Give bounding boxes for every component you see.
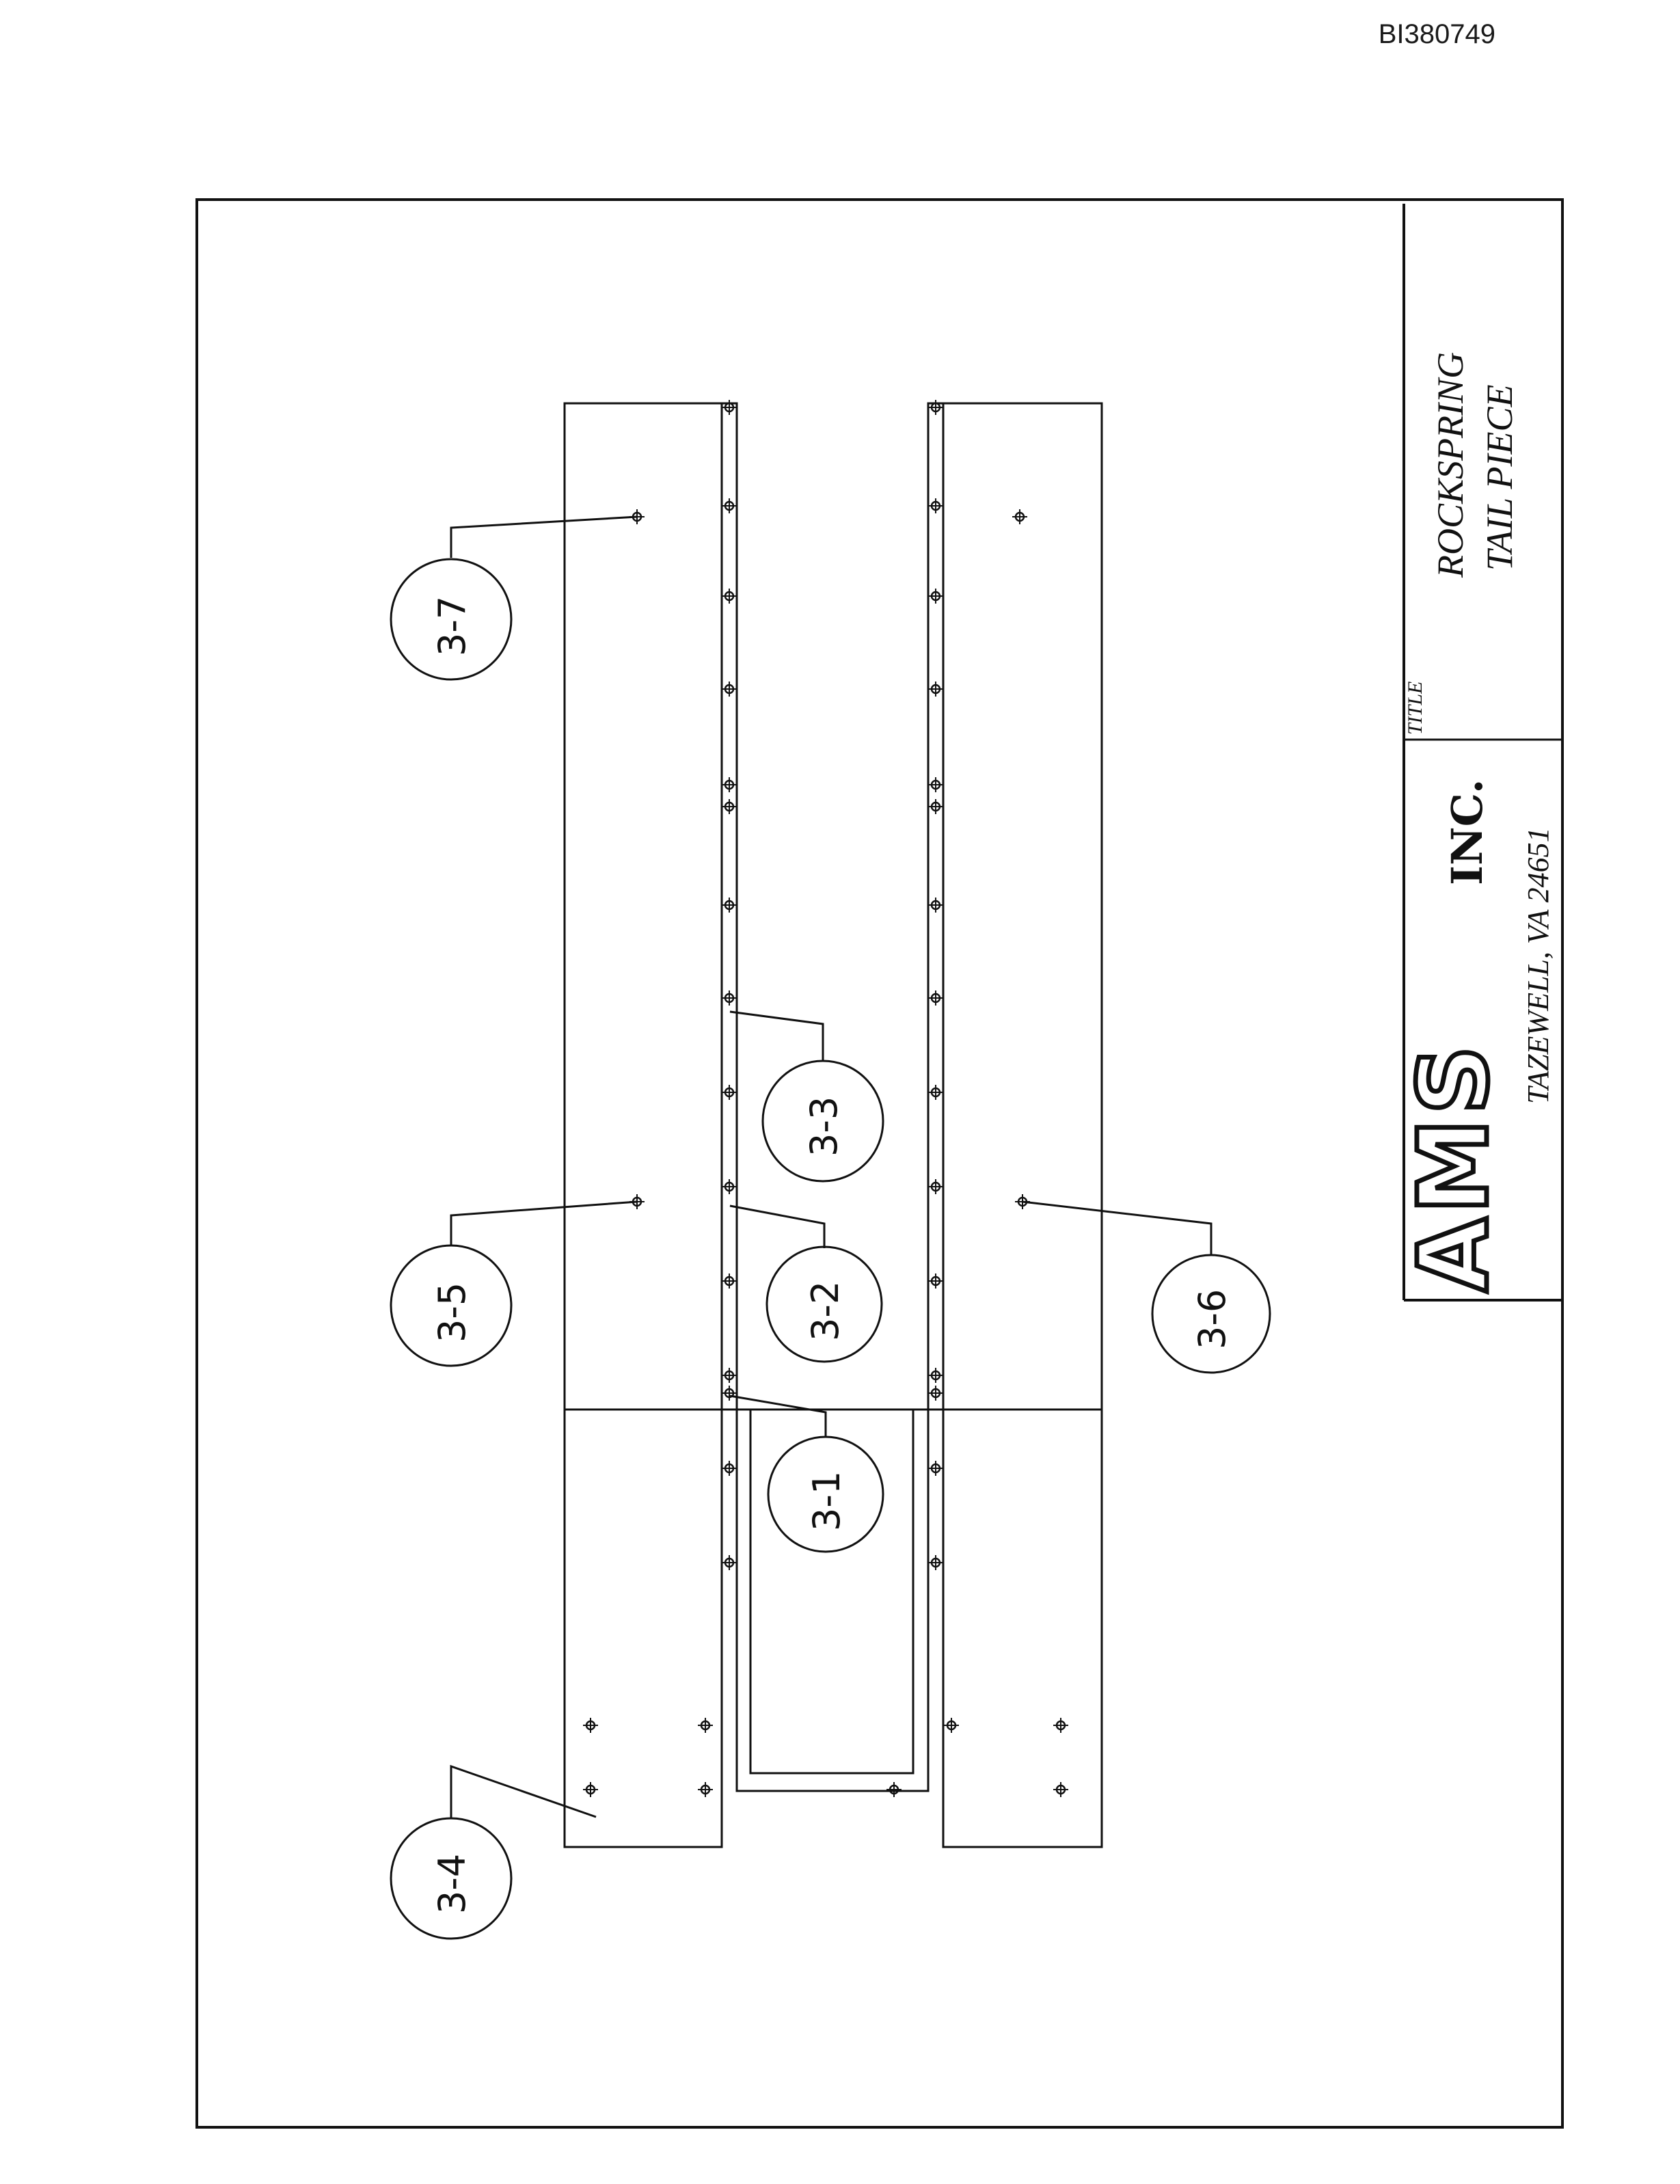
bolt-symbol xyxy=(722,400,737,415)
bolt-symbol xyxy=(722,682,737,697)
bolt-symbol xyxy=(583,1782,598,1797)
bolt-symbol xyxy=(928,682,943,697)
bolt-symbol xyxy=(722,990,737,1006)
bolt-symbol xyxy=(928,589,943,604)
bolt-symbol xyxy=(944,1718,959,1733)
bolt-symbol xyxy=(928,1386,943,1401)
callout-3-6: 3-6 xyxy=(1022,1200,1271,1374)
drawing-title-line2: TAIL PIECE xyxy=(1479,384,1520,571)
rail-bolts-left xyxy=(722,400,737,1570)
right-panel xyxy=(942,402,1103,1848)
bolt-symbol xyxy=(722,1085,737,1100)
bolt-symbol xyxy=(583,1718,598,1733)
bolt-symbol xyxy=(722,1179,737,1194)
callout-3-7: 3-7 xyxy=(390,515,638,681)
callout-3-5: 3-5 xyxy=(390,1200,638,1367)
bolt-symbol xyxy=(928,799,943,814)
callout-label: 3-6 xyxy=(1191,1289,1234,1349)
bolt-symbol xyxy=(722,1368,737,1383)
callout-label: 3-1 xyxy=(805,1471,848,1531)
bolt-symbol xyxy=(928,1179,943,1194)
tailpiece-drawing xyxy=(563,400,1103,1848)
callout-label: 3-5 xyxy=(431,1282,474,1343)
callout-3-3: 3-3 xyxy=(729,1010,884,1183)
bolt-symbol xyxy=(1053,1718,1068,1733)
company-suffix: INC. xyxy=(1442,779,1492,885)
bolt-symbol xyxy=(1012,509,1027,524)
callout-3-2: 3-2 xyxy=(729,1204,883,1363)
bolt-symbol xyxy=(698,1718,713,1733)
bolt-symbol xyxy=(722,498,737,513)
callout-3-4: 3-4 xyxy=(390,1764,597,1940)
sheet-border xyxy=(195,198,1564,2129)
callout-3-1: 3-1 xyxy=(729,1394,884,1553)
company-address: TAZEWELL, VA 24651 xyxy=(1521,827,1555,1104)
bolt-symbol xyxy=(886,1782,902,1797)
bolt-symbol xyxy=(722,799,737,814)
bolt-symbol xyxy=(928,777,943,792)
title-block: TITLE ROCKSPRING TAIL PIECE AMS INC. TAZ… xyxy=(1396,204,1562,1302)
document-id: BI380749 xyxy=(1378,19,1495,49)
bolt-symbol xyxy=(722,898,737,913)
u-channel xyxy=(735,1410,930,1792)
bolt-symbol xyxy=(1053,1782,1068,1797)
bolt-symbol xyxy=(698,1782,713,1797)
bolt-symbol xyxy=(722,1461,737,1476)
callout-label: 3-7 xyxy=(431,596,474,656)
bolt-symbol xyxy=(722,1386,737,1401)
bolt-symbol xyxy=(928,990,943,1006)
bolt-symbol xyxy=(928,1368,943,1383)
callout-label: 3-3 xyxy=(802,1096,845,1157)
end-plate-bolts xyxy=(583,1718,1068,1797)
bolt-symbol xyxy=(928,1085,943,1100)
bolt-symbol xyxy=(928,400,943,415)
bolt-symbol xyxy=(928,1555,943,1570)
bolt-symbol xyxy=(722,589,737,604)
bolt-symbol xyxy=(722,777,737,792)
company-logo: AMS xyxy=(1398,1042,1510,1293)
bolt-symbol xyxy=(928,1273,943,1289)
drawing-title-line1: ROCKSPRING xyxy=(1430,352,1471,578)
title-heading: TITLE xyxy=(1404,682,1426,735)
left-panel xyxy=(563,402,723,1848)
rail-bolts-right xyxy=(928,400,943,1570)
bolt-symbol xyxy=(928,498,943,513)
callout-label: 3-2 xyxy=(804,1281,847,1341)
bolt-symbol xyxy=(722,1273,737,1289)
callout-label: 3-4 xyxy=(431,1854,474,1914)
bolt-symbol xyxy=(722,1555,737,1570)
bolt-symbol xyxy=(928,1461,943,1476)
u-channel-inner xyxy=(749,1410,914,1775)
bolt-symbol xyxy=(928,898,943,913)
